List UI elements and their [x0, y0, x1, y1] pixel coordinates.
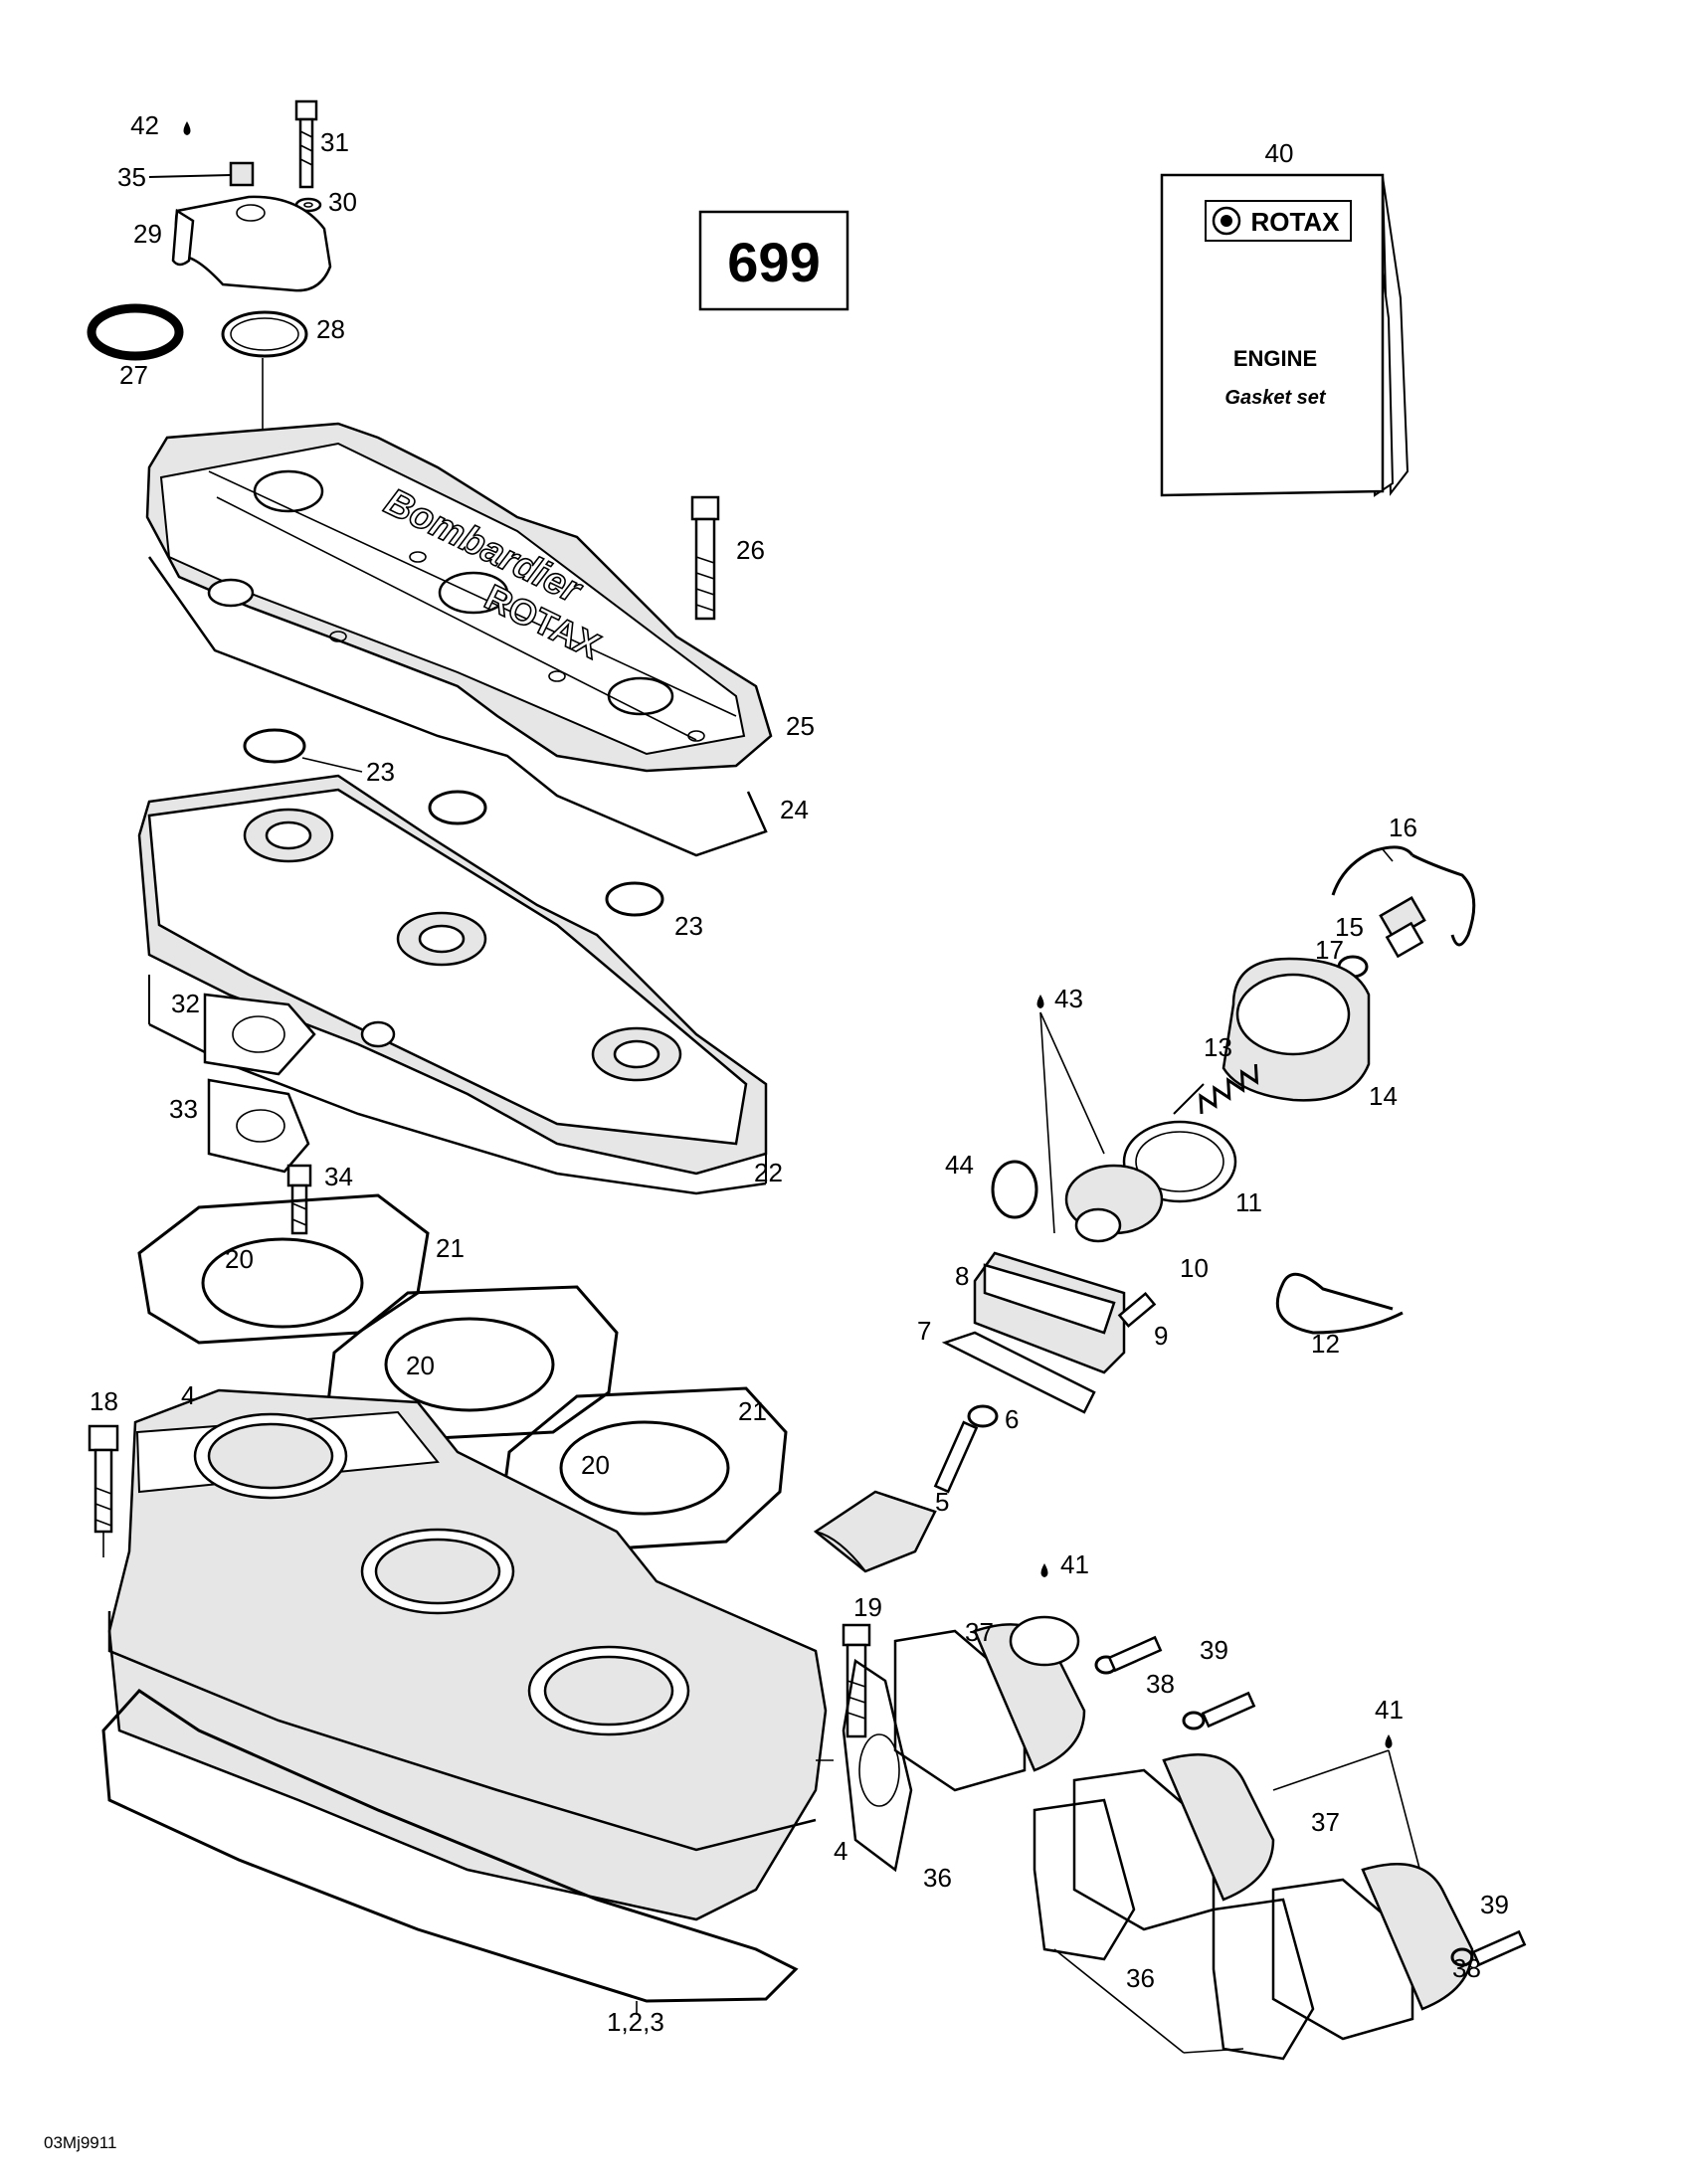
callout-c23b: 23 — [674, 911, 703, 941]
callout-c123: 1,2,3 — [607, 2007, 664, 2037]
callout-c38a: 38 — [1146, 1669, 1175, 1699]
callout-c5: 5 — [935, 1487, 949, 1517]
callout-c38b: 38 — [1452, 1953, 1481, 1983]
callout-c20b: 20 — [406, 1351, 435, 1380]
lubricant-drop-icon-41a — [1040, 1563, 1048, 1577]
callout-c37b: 37 — [1311, 1807, 1340, 1837]
callout-c24: 24 — [780, 795, 809, 824]
callout-c12: 12 — [1311, 1329, 1340, 1359]
diagram-number-box: 699 — [698, 210, 849, 311]
callout-c27: 27 — [119, 360, 148, 390]
callout-c29: 29 — [133, 219, 162, 249]
booklet-line1: ENGINE — [1233, 346, 1317, 371]
callout-c43: 43 — [1054, 984, 1083, 1013]
head-cover-bolt — [690, 495, 720, 621]
callout-c36b: 36 — [1126, 1963, 1155, 1993]
drawing-code: 03Mj9911 — [44, 2133, 116, 2152]
callout-c14: 14 — [1369, 1081, 1398, 1111]
callout-c7: 7 — [917, 1316, 931, 1346]
callout-c19: 19 — [853, 1592, 882, 1622]
callout-c40: 40 — [1265, 138, 1294, 168]
callout-c23a: 23 — [366, 757, 395, 787]
callout-c8: 8 — [955, 1261, 969, 1291]
intake-manifold-group — [816, 1563, 1527, 2061]
callout-c33: 33 — [169, 1094, 198, 1124]
callout-c30: 30 — [328, 187, 357, 217]
callout-c42: 42 — [130, 110, 159, 140]
callout-c21b: 21 — [738, 1396, 767, 1426]
lubricant-drop-icon — [183, 121, 191, 135]
callout-c34: 34 — [324, 1162, 353, 1191]
callout-c10: 10 — [1180, 1253, 1209, 1283]
cover-plate-and-gasket — [203, 993, 316, 1174]
callout-c21a: 21 — [436, 1233, 465, 1263]
callout-c28: 28 — [316, 314, 345, 344]
callout-c26: 26 — [736, 535, 765, 565]
callout-c36a: 36 — [923, 1863, 952, 1893]
callout-c4a: 4 — [181, 1380, 195, 1410]
callout-c37a: 37 — [965, 1617, 994, 1647]
lubricant-drop-icon-41b — [1385, 1734, 1393, 1748]
callout-c17: 17 — [1315, 935, 1344, 965]
callout-c6: 6 — [1005, 1404, 1019, 1434]
plate-bolt — [286, 1164, 312, 1235]
callout-c15: 15 — [1335, 912, 1364, 942]
callout-c9: 9 — [1154, 1321, 1168, 1351]
callout-c31: 31 — [320, 127, 349, 157]
cylinder-block — [101, 1388, 828, 2015]
cylinder-head — [137, 774, 768, 1195]
callout-c39b: 39 — [1480, 1890, 1509, 1919]
callout-c32: 32 — [171, 989, 200, 1018]
callout-c35: 35 — [117, 162, 146, 192]
callout-c18: 18 — [90, 1386, 118, 1416]
callout-c20a: 20 — [225, 1244, 254, 1274]
callout-c41a: 41 — [1060, 1549, 1089, 1579]
cylinder-head-cover: Bombardier ROTAX — [145, 422, 773, 917]
cylinder-bolt-18 — [88, 1424, 119, 1557]
callout-c16: 16 — [1389, 813, 1417, 842]
callout-c13: 13 — [1204, 1032, 1232, 1062]
exhaust-valve-group — [813, 845, 1476, 1573]
booklet-line2: Gasket set — [1224, 387, 1327, 409]
booklet-brand: ROTAX — [1250, 207, 1340, 237]
lubricant-drop-icon-43 — [1036, 995, 1044, 1008]
diagram-number: 699 — [727, 231, 820, 293]
callout-c39a: 39 — [1200, 1635, 1228, 1665]
gasket-set-booklet: ROTAX ENGINE Gasket set — [1160, 173, 1409, 497]
callout-c20c: 20 — [581, 1450, 610, 1480]
cylinder-bolt-19 — [842, 1623, 871, 1738]
callout-c22: 22 — [754, 1158, 783, 1187]
callout-c25: 25 — [786, 711, 815, 741]
callout-c44: 44 — [945, 1150, 974, 1180]
callout-c4b: 4 — [834, 1836, 847, 1866]
outlet-fitting-group — [87, 99, 332, 487]
callout-c41b: 41 — [1375, 1695, 1404, 1725]
callout-c11: 11 — [1235, 1187, 1262, 1217]
